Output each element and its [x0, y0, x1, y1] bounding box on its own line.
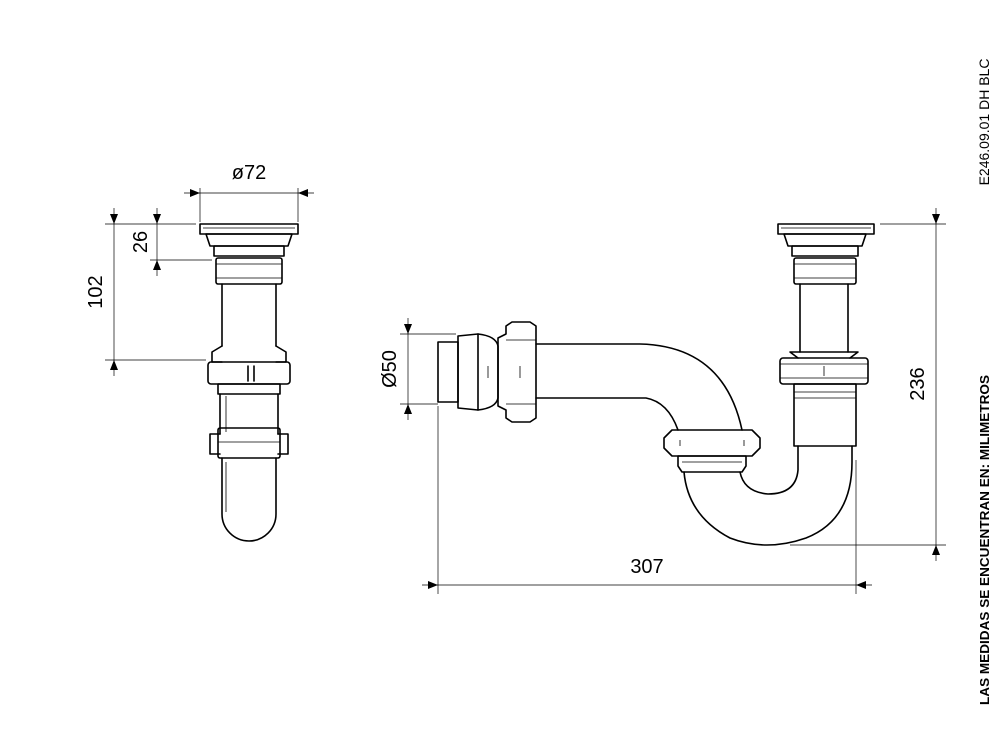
side-view-trap [199, 223, 299, 542]
dim-height-flange: 26 [130, 231, 152, 253]
dim-overall-width: 307 [630, 556, 663, 578]
side-view-dimensions: ø72 26 102 [85, 162, 314, 376]
front-view-trap [437, 223, 875, 546]
dim-overall-height: 236 [907, 367, 929, 400]
dim-height-nut: 102 [85, 275, 107, 308]
units-note: LAS MEDIDAS SE ENCUENTRAN EN: MILIMETROS [977, 375, 992, 705]
front-view-dimensions: Ø50 236 307 [379, 208, 946, 594]
dim-diameter-outlet: ø72 [232, 162, 266, 184]
dim-diameter-inlet: Ø50 [379, 350, 401, 388]
drawing-code: E246.09.01 DH BLC [976, 59, 992, 186]
